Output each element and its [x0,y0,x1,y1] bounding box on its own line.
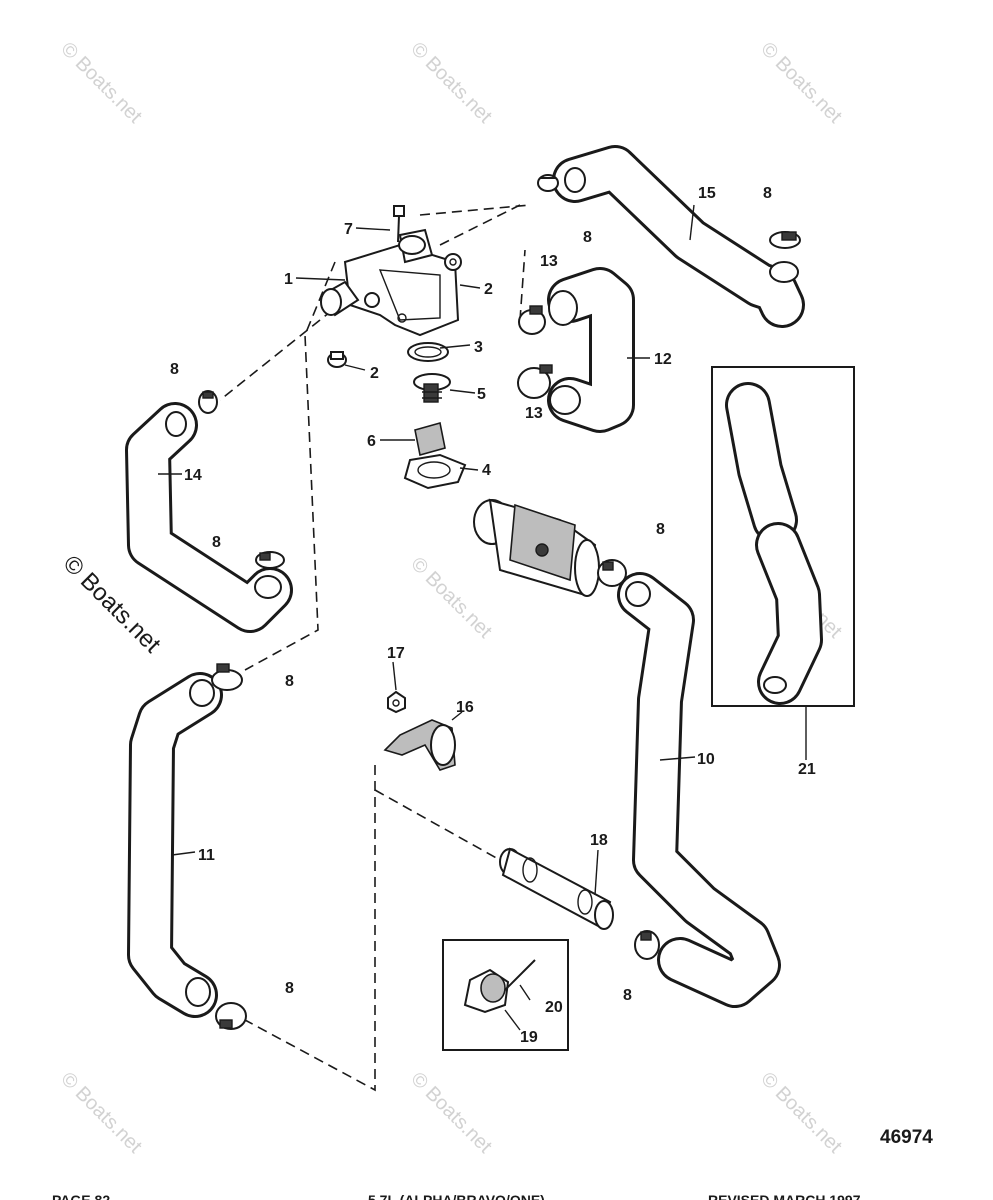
thermostat-housing [320,228,460,337]
callout-17: 17 [387,645,405,662]
screw-7 [393,205,405,243]
callout-8-bottom-left: 8 [285,980,294,997]
nut-17 [387,690,406,714]
callout-7: 7 [344,221,353,238]
callout-8-mid-right: 8 [656,521,665,538]
watermark-1: © Boats.net [56,38,146,128]
callout-8-top-right: 8 [763,185,772,202]
callout-18: 18 [590,832,608,849]
hose-clamp-left-upper [198,390,218,414]
hose-clamp-bottom-left [215,1002,247,1030]
hose-14-end-bottom [254,575,282,599]
gasket-4 [403,453,467,490]
watermark-3: © Boats.net [756,38,846,128]
outlet-nipple [320,288,342,316]
callout-14: 14 [184,467,202,484]
callout-8-left-lower: 8 [212,534,221,551]
watermark-7: © Boats.net [406,1068,496,1158]
callout-6: 6 [367,433,376,450]
hose-12 [547,267,635,433]
callout-8-left-upper: 8 [170,361,179,378]
hose-clamp-13-lower [517,364,553,399]
hose-clamp-top-right [769,231,801,249]
hose-12-end-bottom [549,385,581,415]
leader-lines [158,204,807,1031]
plug-2-upper [444,253,462,271]
hose-12-end-top [548,290,578,326]
inset-box-19-20 [442,939,569,1051]
callout-2-lower: 2 [370,365,379,382]
watermark-6: © Boats.net [56,1068,146,1158]
callout-12: 12 [654,351,672,368]
hose-15 [552,145,805,328]
watermark-2: © Boats.net [406,38,496,128]
inset-box-21 [711,366,855,707]
callout-numbers: 1 2 2 3 4 5 6 7 8 8 8 8 8 8 8 8 10 11 12… [170,185,816,1046]
thermostat-5 [413,373,451,403]
hose-11-end-top [189,679,215,707]
callout-4: 4 [482,462,491,479]
callout-5: 5 [477,386,486,403]
callout-20: 20 [545,999,563,1016]
watermark-4: © Boats.net [406,553,496,643]
assembly-lines [219,204,531,1092]
figure-number: 46974 [880,1127,933,1148]
callout-11: 11 [198,847,215,864]
hose-15-end-bottom [769,261,799,283]
gasket-3 [407,342,449,362]
callout-8-bottom-right: 8 [623,987,632,1004]
hose-clamp-top [537,174,559,192]
hose-10 [617,572,781,1008]
callout-10: 10 [697,751,715,768]
sleeve-6 [414,421,446,457]
footer-right: REVISED MARCH 1997 [708,1192,861,1200]
hose-14 [125,402,293,633]
hose-clamp-13-upper [518,305,546,335]
callout-13-lower: 13 [525,405,543,422]
callout-1: 1 [284,271,293,288]
callout-8-mid-left: 8 [285,673,294,690]
watermark-8: © Boats.net [756,1068,846,1158]
hose-clamp-mid-left [211,663,243,691]
callout-8-top: 8 [583,229,592,246]
page-footer: PAGE 82 5.7L (ALPHA/BRAVO/ONE) REVISED M… [52,1192,861,1200]
callout-3: 3 [474,339,483,356]
fitting-18 [499,847,614,930]
callout-2-upper: 2 [484,281,493,298]
hose-clamp-left-lower [255,551,285,569]
hose-14-end-top [165,411,187,437]
hose-11-end-bottom [185,977,211,1007]
footer-left: PAGE 82 [52,1192,110,1200]
hose-11 [127,672,223,1018]
callout-15: 15 [698,185,716,202]
callout-16: 16 [456,699,474,716]
callout-19: 19 [520,1029,538,1046]
callout-13-upper: 13 [540,253,558,270]
hose-clamp-mid-right [597,559,627,587]
plug-2-lower [327,351,347,368]
hose-15-end-top [564,167,586,193]
water-pump [473,498,600,597]
footer-center: 5.7L (ALPHA/BRAVO/ONE) [368,1192,545,1200]
hose-10-end-top [625,581,651,607]
clamp-16 [383,719,456,771]
callout-21: 21 [798,761,816,778]
hose-clamp-bottom-right [634,930,660,960]
